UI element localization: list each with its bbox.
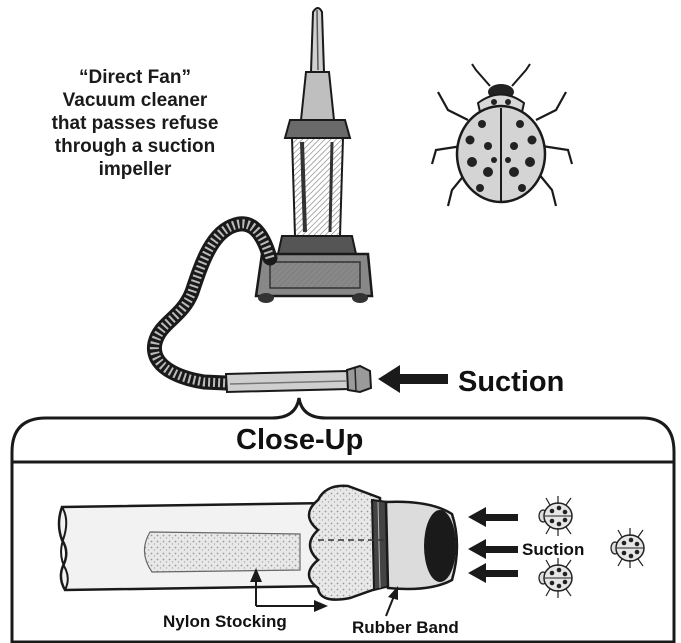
ladybug-illustration [432,64,572,206]
suction-arrow [378,365,448,393]
suction-label: Suction [458,366,564,399]
caption-line: that passes refuse [20,112,250,135]
vacuum-description-caption: “Direct Fan” Vacuum cleaner that passes … [20,66,250,181]
caption-line: impeller [20,158,250,181]
rubber-band-label: Rubber Band [352,618,459,638]
caption-line: through a suction [20,135,250,158]
closeup-suction-label: Suction [522,540,584,560]
caption-line: Vacuum cleaner [20,89,250,112]
nylon-stocking-label: Nylon Stocking [163,612,287,632]
caption-line: “Direct Fan” [20,66,250,89]
closeup-title: Close-Up [236,424,363,457]
